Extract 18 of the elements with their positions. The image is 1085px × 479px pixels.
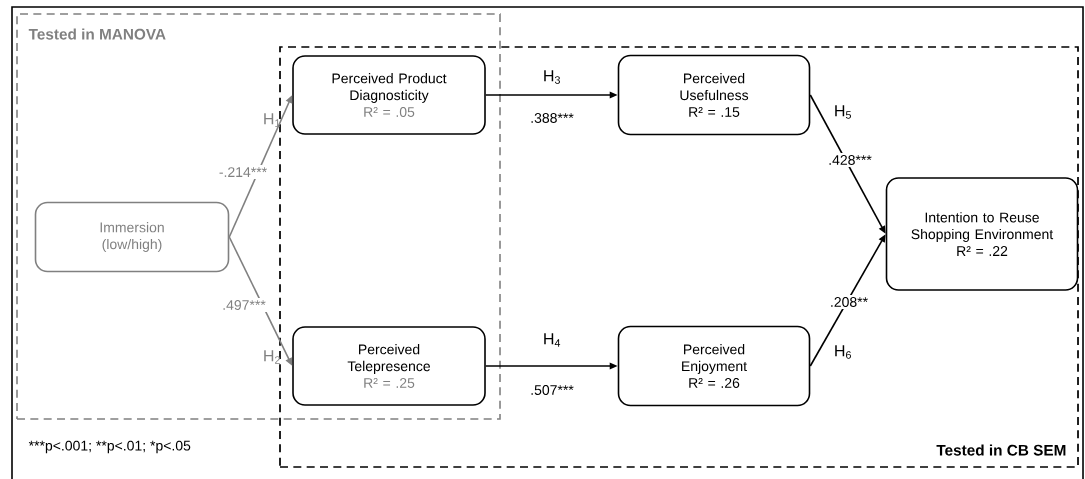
hypothesis-label: H$_{5}$ xyxy=(835,105,851,119)
rounded-box: Perceived Telepresence R² = .25 xyxy=(292,326,486,406)
footnote: ***p<.001; **p<.01; *p<.05 xyxy=(28,440,191,454)
rounded-box: Intention to Reuse Shopping Environment R² = .22 xyxy=(885,177,1079,291)
edge-label: .507*** xyxy=(528,383,576,397)
edge-label: .208** xyxy=(827,295,871,309)
edge-label: .497*** xyxy=(220,298,268,312)
hypothesis-label: H$_{2}$ xyxy=(264,350,280,364)
edge-label: .428*** xyxy=(826,153,874,167)
edge-label: .388*** xyxy=(528,111,576,125)
hypothesis-label: H$_{6}$ xyxy=(835,345,851,359)
rounded-box: Perceived Enjoyment R² = .26 xyxy=(617,325,811,407)
hypothesis-label: H$_{4}$ xyxy=(544,333,561,347)
hypothesis-label: H$_{3}$ xyxy=(544,70,560,84)
rounded-box: Immersion (low/high) xyxy=(34,201,230,273)
edge-label: -.214*** xyxy=(216,165,270,179)
rounded-box: Perceived Product Diagnosticity R² = .05 xyxy=(292,55,486,135)
rounded-box: Perceived Usefulness R² = .15 xyxy=(617,54,811,136)
